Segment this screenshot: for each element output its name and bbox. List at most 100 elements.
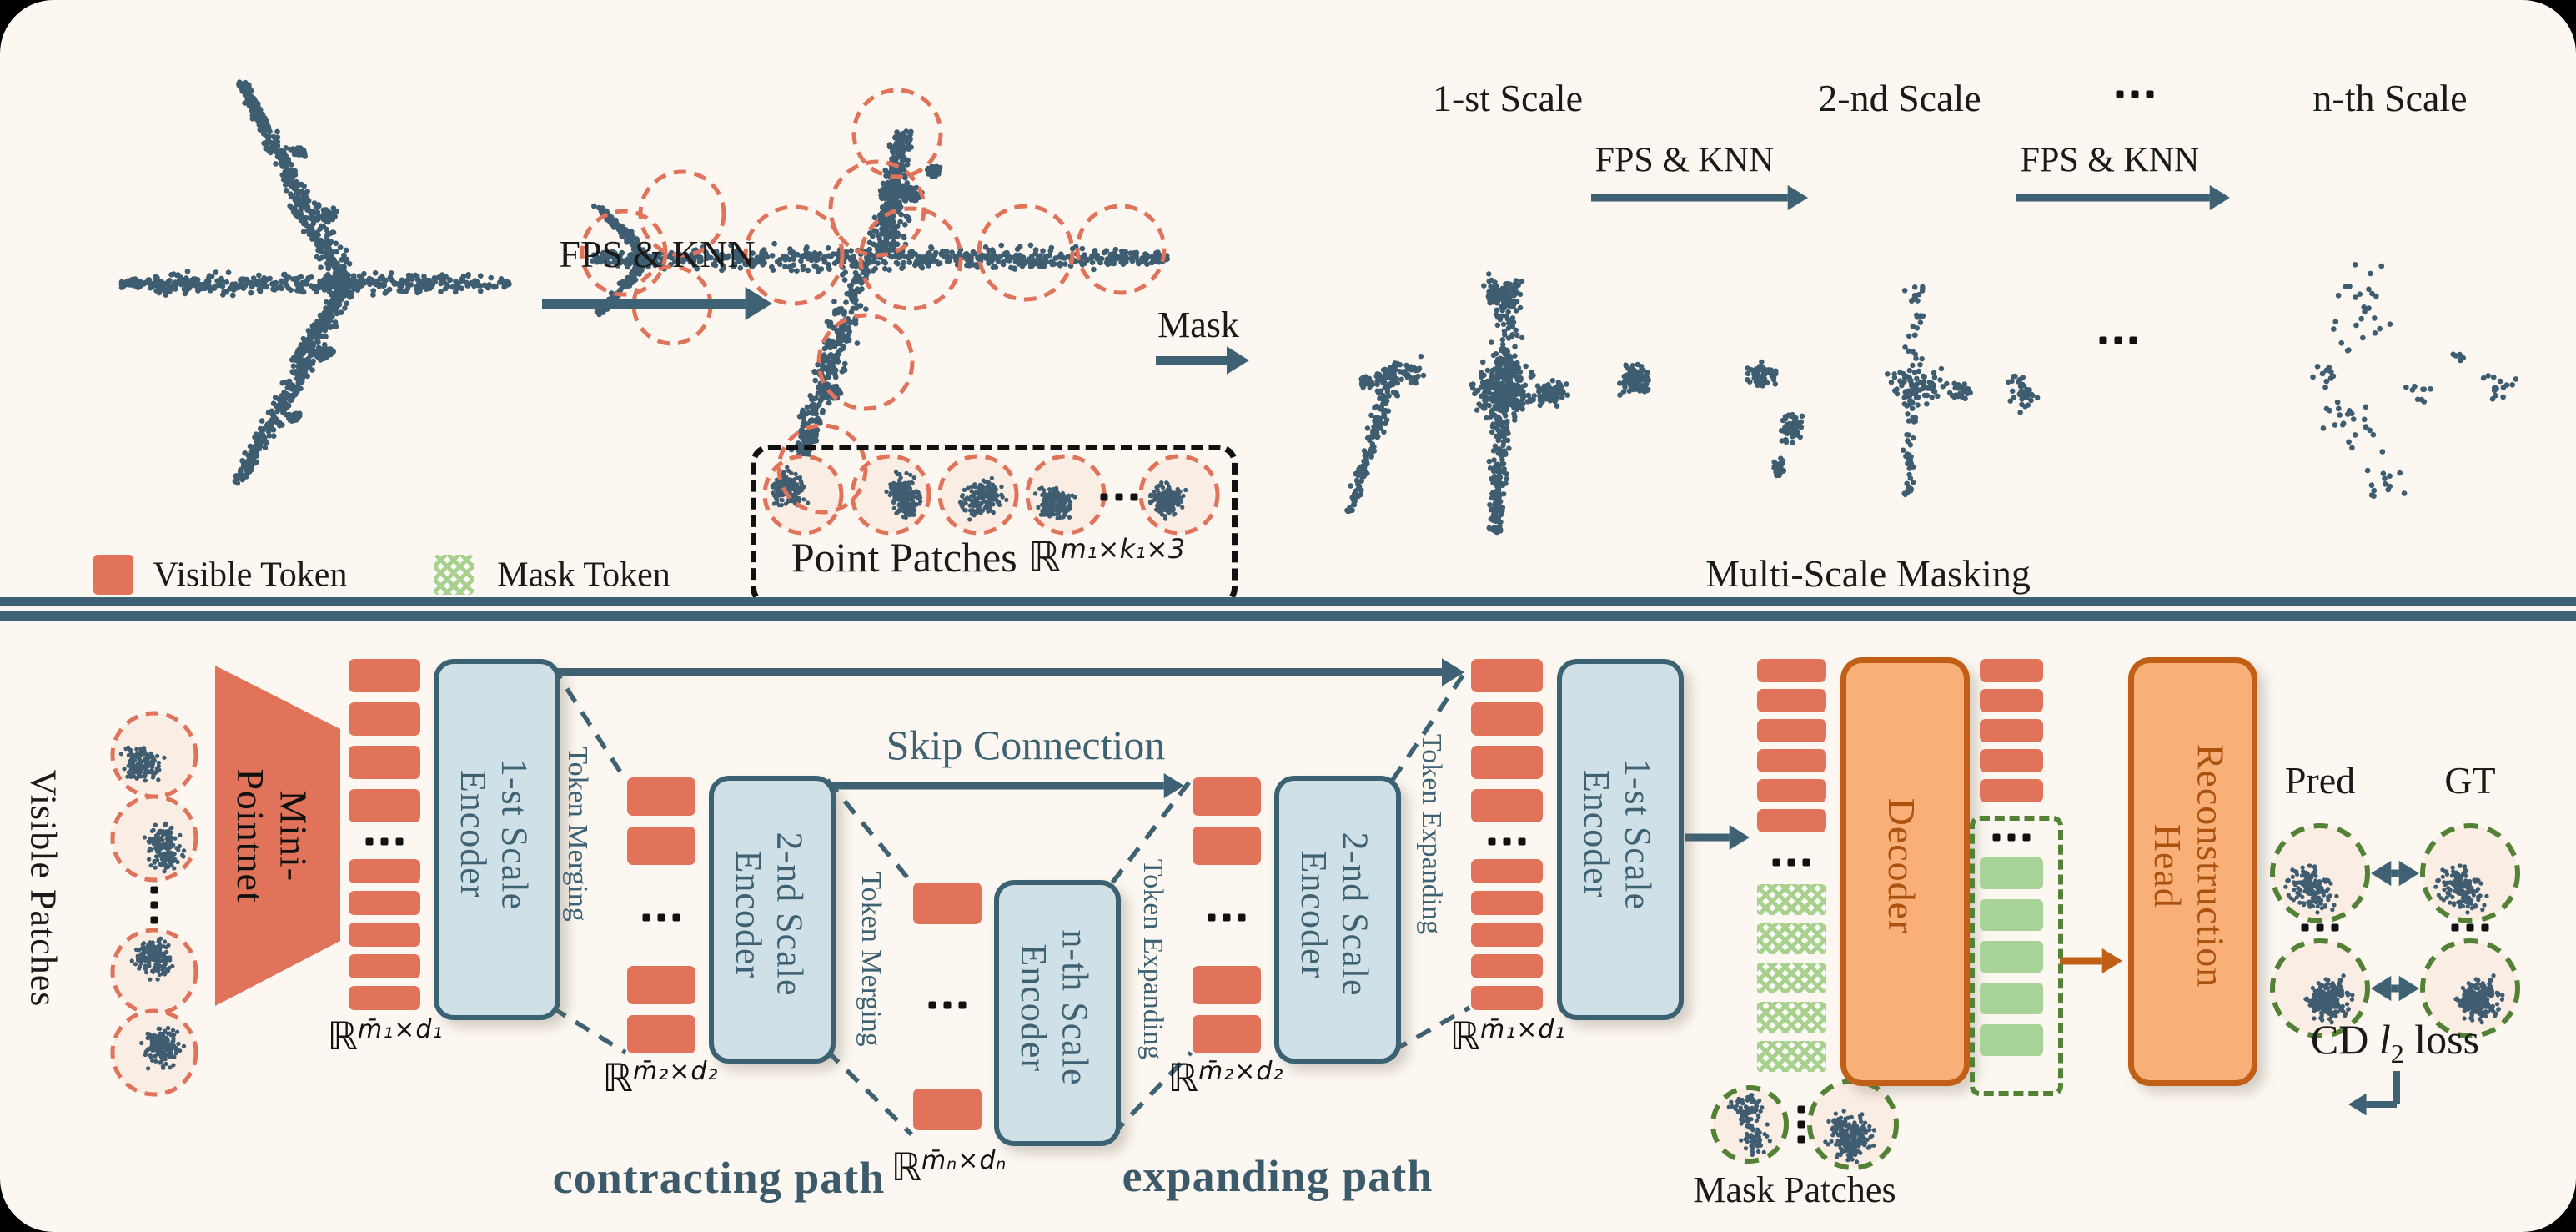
encoder-2-left-label: 2-nd Scale Encoder (728, 832, 811, 997)
visible-token (627, 777, 695, 816)
mask-token (1757, 1041, 1826, 1072)
visible-token (349, 859, 420, 883)
mask-label: Mask (1157, 304, 1239, 346)
dim-col2: ℝm̄₂×d₂ (602, 1055, 719, 1101)
mask-token-label: Mask Token (497, 556, 670, 595)
visible-token (1980, 659, 2043, 682)
dim-col1: ℝm̄₁×d₁ (327, 1013, 444, 1059)
dim-coln: ℝm̄ₙ×dₙ (891, 1144, 1007, 1190)
ellipsis (2301, 923, 2339, 932)
encoder-1-right-box (1557, 659, 1684, 1020)
fps-knn-label-1: FPS & KNN (559, 233, 756, 276)
visible-token (627, 966, 695, 1004)
visible-patches-label: Visible Patches (23, 769, 64, 1008)
mask-token (1980, 1024, 2043, 1056)
mask-patches-label: Mask Patches (1693, 1169, 1896, 1211)
visible-token (1757, 749, 1826, 772)
visible-token (1471, 891, 1543, 915)
visible-token (627, 1015, 695, 1053)
visible-token (1471, 659, 1543, 692)
mask-token (1757, 923, 1826, 954)
decoder-box (1840, 657, 1970, 1086)
visible-token (1980, 689, 2043, 712)
encoder-1-left-box (434, 659, 560, 1020)
visible-token (627, 827, 695, 865)
ellipsis (928, 1001, 967, 1009)
visible-token-swatch (93, 555, 133, 595)
visible-token (1193, 966, 1261, 1004)
gt-label: GT (2444, 759, 2496, 802)
point-patches-label: Point Patches ℝm₁×k₁×3 (791, 533, 1186, 581)
mask-token (1980, 941, 2043, 973)
token-expanding-label-1: Token Expanding (1137, 858, 1169, 1060)
mask-token-swatch (434, 555, 474, 595)
ellipsis (1100, 493, 1138, 501)
visible-token (349, 891, 420, 915)
mask-token (1757, 1002, 1826, 1033)
visible-token (349, 789, 420, 822)
ellipsis (2451, 923, 2489, 932)
reconstruction-head-box (2128, 657, 2257, 1086)
scale-n-label: n-th Scale (2312, 77, 2468, 120)
visible-token (1193, 827, 1261, 865)
visible-token (1757, 779, 1826, 802)
visible-token (1757, 809, 1826, 832)
reconstruction-head-label: Reconstruction Head (2147, 743, 2232, 988)
visible-token (1757, 689, 1826, 712)
dim-col4: ℝm̄₂×d₂ (1167, 1055, 1284, 1101)
visible-token (1471, 954, 1543, 978)
visible-token (1980, 779, 2043, 802)
mini-pointnet-label: Mini- Pointnet (229, 768, 315, 903)
visible-token (1757, 719, 1826, 742)
dim-col5: ℝm̄₁×d₁ (1449, 1013, 1566, 1059)
visible-token (913, 883, 982, 924)
visible-token (1471, 746, 1543, 779)
visible-token (1980, 749, 2043, 772)
visible-token (1471, 789, 1543, 822)
encoder-2-left-box (709, 776, 836, 1064)
visible-token (349, 954, 420, 978)
decoder-label: Decoder (1880, 797, 1923, 934)
mask-token-output-box (1970, 816, 2063, 1096)
mask-token (1980, 899, 2043, 931)
ellipsis (642, 913, 680, 922)
visible-token (1757, 659, 1826, 682)
mask-token (1757, 884, 1826, 915)
expanding-path-label: expanding path (1122, 1150, 1434, 1201)
visible-token (1193, 1015, 1261, 1053)
visible-token (349, 702, 420, 736)
visible-token (1471, 923, 1543, 947)
visible-token (1980, 719, 2043, 742)
pred-label: Pred (2284, 759, 2356, 802)
visible-token (349, 986, 420, 1010)
skip-connection-label: Skip Connection (886, 722, 1166, 768)
mask-token (1980, 857, 2043, 889)
visible-token (349, 659, 420, 692)
visible-token (349, 746, 420, 779)
contracting-path-label: contracting path (552, 1152, 886, 1203)
token-expanding-label-2: Token Expanding (1416, 733, 1448, 935)
ellipsis (1488, 837, 1526, 846)
fps-knn-label-2: FPS & KNN (1594, 141, 1775, 180)
ellipsis (1772, 858, 1810, 867)
ellipsis (1208, 913, 1246, 922)
scale-2-label: 2-nd Scale (1818, 77, 1981, 120)
ellipsis (2099, 336, 2137, 344)
token-merging-label-2: Token Merging (856, 872, 887, 1047)
multi-scale-masking-label: Multi-Scale Masking (1705, 552, 2031, 596)
encoder-n-box (994, 880, 1121, 1146)
ellipsis (2116, 90, 2154, 98)
encoder-1-right-label: 1-st Scale Encoder (1576, 757, 1659, 911)
scale-1-label: 1-st Scale (1432, 77, 1584, 120)
visible-token (349, 923, 420, 947)
ellipsis (150, 886, 158, 924)
encoder-1-left-label: 1-st Scale Encoder (453, 757, 535, 911)
mask-token (1980, 983, 2043, 1014)
ellipsis (365, 837, 404, 846)
divider-line-top (0, 597, 2576, 606)
visible-token-label: Visible Token (153, 556, 348, 595)
visible-token (913, 1089, 982, 1130)
fps-knn-label-3: FPS & KNN (2020, 141, 2200, 180)
